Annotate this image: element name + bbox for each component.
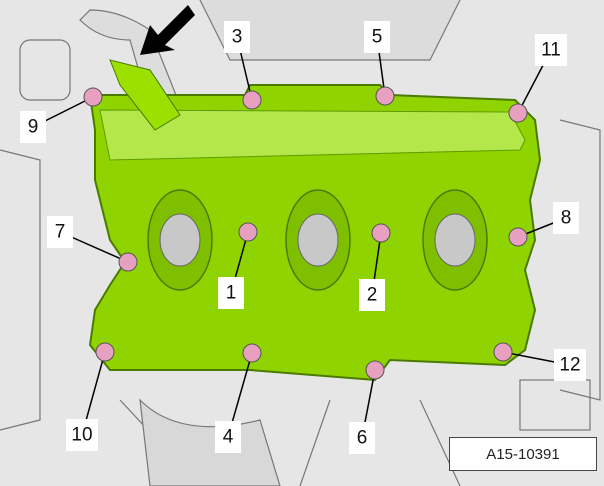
callout-box [224,21,250,53]
valve-cover [88,84,542,382]
bolt-1 [238,222,258,242]
callout-number: 4 [223,427,234,448]
arrow-icon [140,5,195,55]
callout-number: 3 [232,27,243,48]
callout-number: 2 [367,285,378,306]
callout-number: 7 [55,222,66,243]
bolt-8 [508,227,528,247]
callout-number: 12 [559,355,580,376]
figure-id-label: A15-10391 [449,437,597,471]
bolt-12 [493,342,513,362]
callout-box [535,34,567,66]
bolt-9 [83,87,103,107]
bolt-11 [508,103,528,123]
breather-hose [109,59,181,131]
callout-box [554,349,586,381]
callout-box [349,422,375,454]
callout-2: 2 [359,223,391,311]
callout-number: 5 [372,27,383,48]
callout-11: 11 [508,34,567,123]
callout-8: 8 [508,202,579,247]
bolt-5 [375,86,395,106]
callout-1: 1 [218,222,258,309]
bolt-7 [118,252,138,272]
callout-number: 11 [541,40,561,61]
callout-10: 10 [66,342,115,451]
callout-box [66,419,98,451]
callout-box [364,21,390,53]
callout-number: 6 [357,428,368,449]
callout-box [20,111,46,143]
callout-4: 4 [215,343,262,453]
callout-12: 12 [493,342,586,381]
callout-box [47,216,73,248]
callout-number: 10 [71,425,92,446]
callout-box [215,421,241,453]
callout-7: 7 [47,216,138,272]
callout-box [553,202,579,234]
callout-number: 8 [561,208,572,229]
callout-box [359,279,385,311]
callout-number: 1 [226,283,237,304]
callout-number: 9 [28,117,39,138]
bolt-3 [242,90,262,110]
callout-9: 9 [20,87,103,143]
callout-5: 5 [364,21,395,106]
callout-3: 3 [224,21,262,110]
bolt-10 [95,342,115,362]
callout-box [218,277,244,309]
bolt-6 [365,360,385,380]
callout-6: 6 [349,360,385,454]
bolt-2 [371,223,391,243]
bolt-4 [242,343,262,363]
